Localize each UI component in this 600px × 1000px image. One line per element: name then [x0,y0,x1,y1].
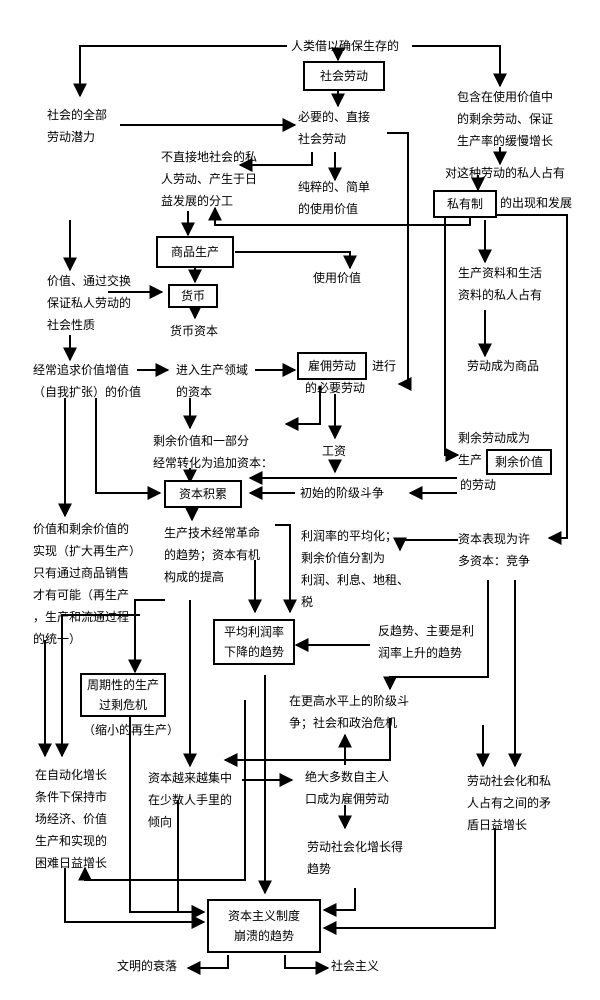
node-decline: 文明的衰落 [117,959,178,973]
node-socialization: 劳动社会化增长得 趋势 [307,840,404,876]
node-periodic-crisis: 周期性的生产 过剩危机 [80,673,166,717]
node-surplus-value: 剩余价值 [486,449,552,475]
node-surplus-labor: 包含在使用价值中 的剩余劳动、保证 生产率的缓慢增长 [457,90,554,148]
node-counter-trend: 反趋势、主要是利 润率上升的趋势 [378,624,475,660]
node-top: 人类借以确保生存的 [291,39,400,53]
node-social-labor: 社会劳动 [303,61,385,91]
node-contradiction: 劳动社会化和私 人占有之间的矛 盾日益增长 [467,774,552,832]
node-capital-entering: 进入生产领域 的资本 [176,363,249,399]
node-realization: 价值和剩余价值的 实现（扩大再生产） 只有通过商品销售 才有可能（再生产 ，生产… [33,522,142,646]
node-surplus-value-conv: 剩余价值和一部分 经常转化为追加资本： [153,434,274,470]
node-higher-struggle: 在更高水平上的阶级斗 争；社会和政治危机 [289,694,410,730]
node-necessary-labor: 必要的、直接 社会劳动 [298,110,371,146]
node-profit-equalization: 利润率的平均化； 剩余价值分割为 利润、利息、地租、 税 [301,529,410,609]
node-automation: 在自动化增长 条件下保持市 场经济、价值 生产和实现的 困难日益增长 [35,768,108,870]
node-accumulation: 资本积累 [164,480,242,508]
node-many-capitals: 资本表现为许 多资本：竞争 [458,532,531,568]
node-wage-labor: 雇佣劳动 [297,352,367,380]
node-labor-commodity: 劳动成为商品 [467,359,540,373]
node-carry-out: 进行 [372,359,397,373]
node-wages: 工资 [322,444,347,458]
node-means-ownership: 生产资料和生活 资料的私人占有 [458,266,543,302]
node-money: 货币 [168,284,218,308]
node-wage-majority: 绝大多数自主人 口成为雇佣劳动 [305,770,390,806]
node-falling-profit: 平均利润率 下降的趋势 [213,619,295,665]
node-indirect-labor: 不直接地社会的私 人劳动、产生于日 益发展的分工 [161,150,258,208]
node-value-exchange: 价值、通过交换 保证私人劳动的 社会性质 [47,274,132,332]
node-private-appropriation: 对这种劳动的私人占有 [445,166,566,180]
node-total-labor: 社会的全部 劳动潜力 [47,108,108,144]
node-money-capital: 货币资本 [170,324,219,338]
node-necessary-labor2: 的必要劳动 [305,381,366,395]
node-emergence: 的出现和发展 [500,196,573,210]
node-surplus-to-value-a: 剩余劳动成为 [458,431,531,445]
node-commodity-production: 商品生产 [156,236,234,268]
node-surplus-to-value-b: 生产 [458,453,483,467]
node-concentration: 资本越来越集中 在少数人手里的 倾向 [148,771,233,829]
node-use-value: 使用价值 [313,271,362,285]
node-socialism: 社会主义 [331,959,380,973]
node-collapse: 资本主义制度 崩溃的趋势 [207,899,321,953]
node-shrinking: （缩小的再生产） [83,723,180,737]
node-pure-use-value: 纯粹的、简单 的使用价值 [298,180,371,216]
node-tech-revolution: 生产技术经常革命 的趋势；资本有机 构成的提高 [164,526,261,584]
node-class-struggle: 初始的阶级斗争 [300,486,385,500]
node-private-property: 私有制 [433,190,497,218]
node-value-growth: 经常追求价值增值 （自我扩张）的价值 [33,363,142,399]
node-surplus-to-value-c: 的劳动 [460,478,497,492]
